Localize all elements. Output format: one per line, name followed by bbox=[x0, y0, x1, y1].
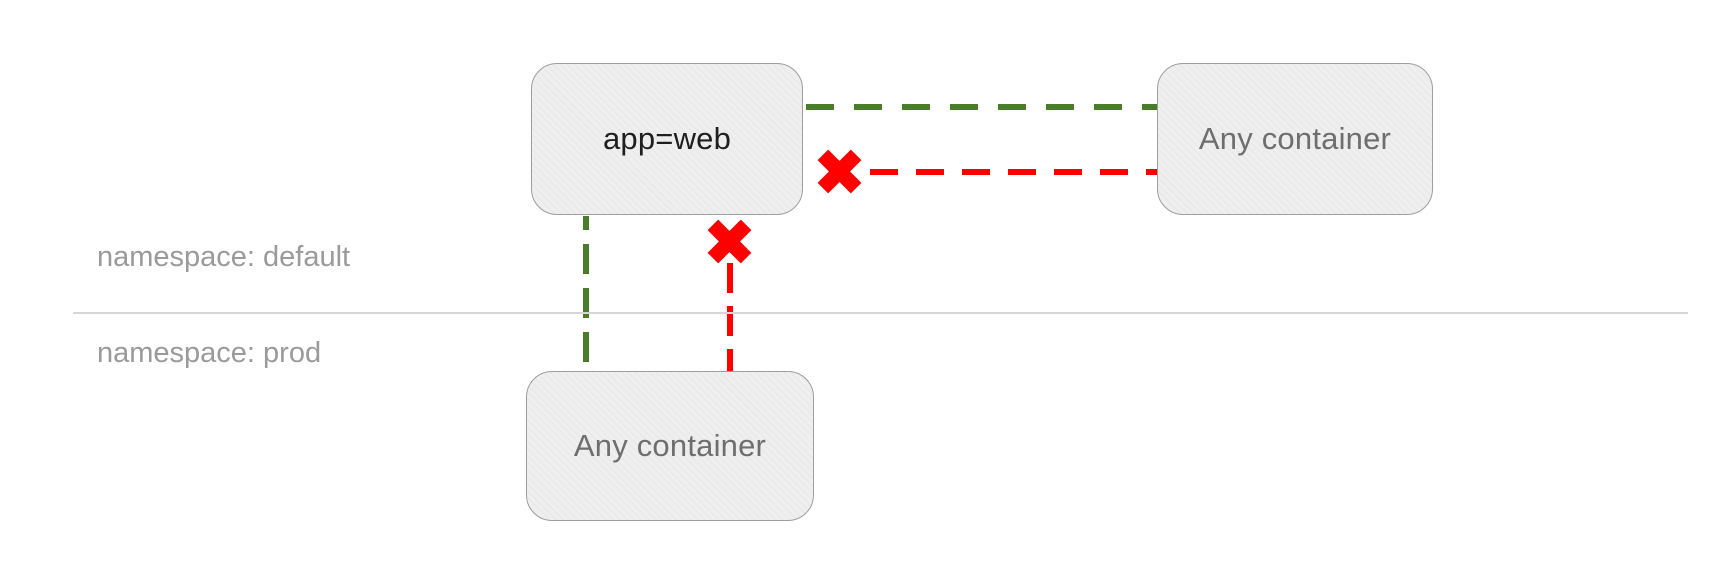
node-app-web-label: app=web bbox=[602, 121, 732, 156]
node-app-web: app=web bbox=[531, 63, 803, 215]
namespace-prod-label: namespace: prod bbox=[97, 337, 322, 369]
node-any-container-default-label: Any container bbox=[1198, 121, 1392, 156]
namespace-default-label: namespace: default bbox=[97, 241, 351, 273]
node-any-container-prod: Any container bbox=[526, 371, 814, 521]
namespace-divider bbox=[73, 312, 1688, 314]
node-any-container-default: Any container bbox=[1157, 63, 1433, 215]
node-any-container-prod-label: Any container bbox=[573, 428, 767, 463]
blocked-x-icon bbox=[816, 148, 863, 195]
blocked-x-icon bbox=[706, 218, 753, 265]
